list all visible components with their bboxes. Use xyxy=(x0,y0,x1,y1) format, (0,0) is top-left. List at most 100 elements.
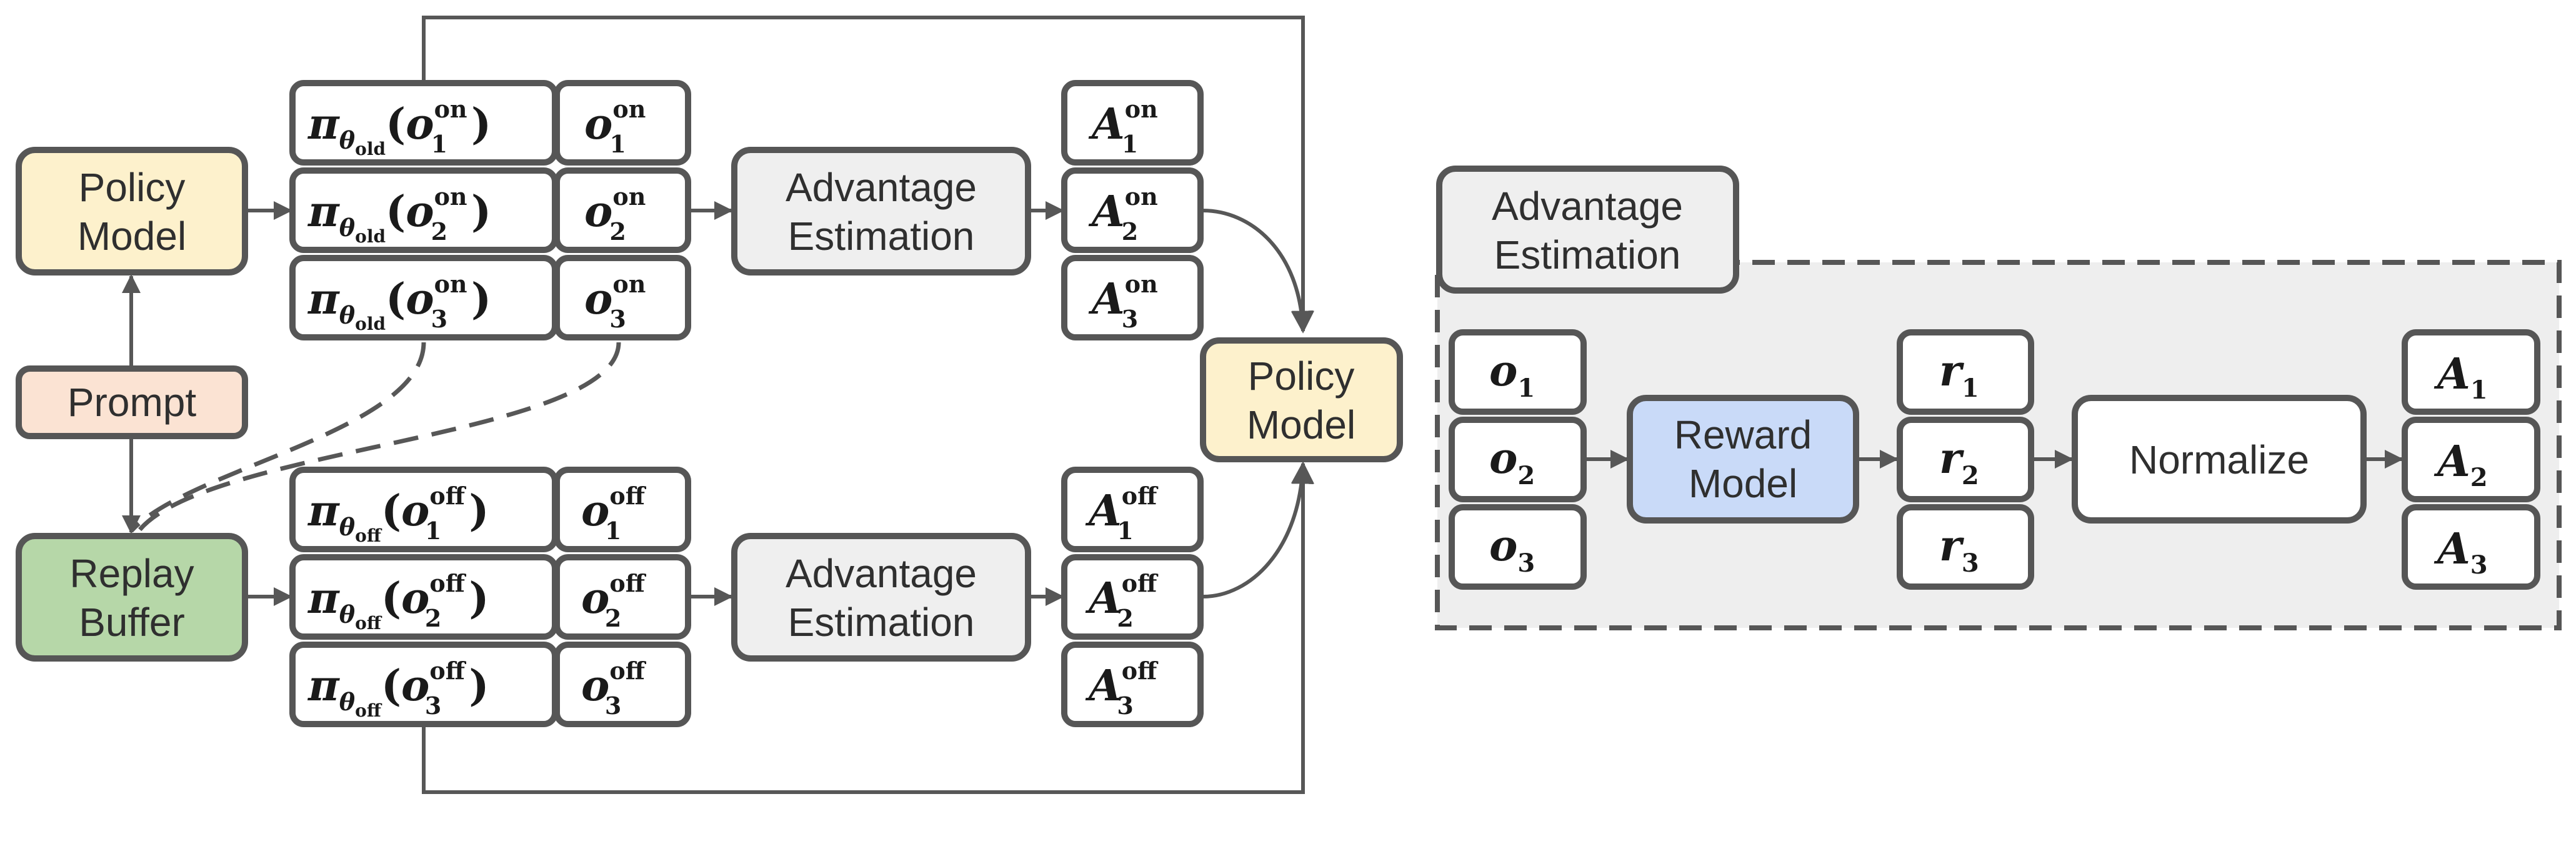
off-paren-close-3: ) xyxy=(469,661,489,711)
panel-title-rect xyxy=(1436,166,1739,294)
on-adv-idx-2: 2 xyxy=(1122,217,1138,246)
on-adv-cell-1 xyxy=(1061,80,1204,166)
on-pi-sup-1: on xyxy=(434,95,467,123)
off-adv-idx-3: 3 xyxy=(1117,692,1133,720)
off-pi-sup-2: off xyxy=(429,569,466,597)
dashed-o-to-replay xyxy=(137,342,621,533)
advantage-idx-2: 2 xyxy=(2470,463,2488,492)
off-o-idx-2: 2 xyxy=(605,604,621,632)
reward-model-label-1: Reward xyxy=(1674,412,1812,457)
off-theta-2: θ xyxy=(339,600,356,628)
on-adv-idx-3: 3 xyxy=(1122,305,1138,333)
reward-model-rect xyxy=(1627,395,1859,524)
outputs-column: o1 o2 o3 xyxy=(1449,329,1587,590)
off-pi-idx-3: 3 xyxy=(425,692,441,720)
reward-sym-3: r xyxy=(1939,521,1964,571)
off-o-sup-1: off xyxy=(609,482,646,510)
off-paren-open-3: ( xyxy=(381,661,401,711)
on-pi-idx-3: 3 xyxy=(431,305,447,333)
off-adv-sup-2: off xyxy=(1122,569,1159,597)
advantage-sym-1: A xyxy=(2434,349,2470,399)
off-o-symbol-3: o xyxy=(581,661,609,711)
on-adv-est-label-2: Estimation xyxy=(788,214,975,259)
advantage-sym-3: A xyxy=(2434,524,2470,574)
normalize-rect xyxy=(2072,395,2367,524)
reward-expr-1: r1 xyxy=(1939,346,1979,403)
advantage-expr-2: A2 xyxy=(2434,437,2488,492)
on-pi-symbol-1: π xyxy=(307,99,340,149)
policy-model-rect xyxy=(16,147,248,276)
left-connectors xyxy=(122,16,1314,794)
on-paren-open-3: ( xyxy=(386,274,406,324)
off-pi-sup-3: off xyxy=(429,657,466,685)
advantage-idx-3: 3 xyxy=(2470,550,2488,580)
reward-cell-1 xyxy=(1897,329,2034,415)
dashed-pi-to-replay xyxy=(129,342,426,533)
top-loop-line xyxy=(422,16,1314,334)
off-paren-close-2: ) xyxy=(469,573,489,623)
off-o-symbol-1: o xyxy=(581,486,609,536)
on-theta-2: θ xyxy=(339,214,356,242)
on-adv-curve-arrow xyxy=(1202,209,1314,334)
output-expr-3: o3 xyxy=(1489,521,1535,578)
on-o-sup-1: on xyxy=(612,95,646,123)
off-pi-sub-1: off xyxy=(355,525,382,546)
output-cell-2 xyxy=(1449,417,1587,502)
output-sym-3: o xyxy=(1489,521,1517,571)
advantage-cell-2 xyxy=(2402,417,2540,502)
off-adv-cell-2 xyxy=(1061,554,1204,640)
reward-sym-1: r xyxy=(1939,346,1964,396)
off-o-sup-2: off xyxy=(609,569,646,597)
output-idx-2: 2 xyxy=(1517,461,1535,490)
off-o-idx-3: 3 xyxy=(605,692,621,720)
on-pi-o-3: o xyxy=(406,274,434,324)
replay-buffer-label-2: Buffer xyxy=(79,600,185,645)
bottom-loop-line xyxy=(422,461,1314,794)
off-paren-open-1: ( xyxy=(381,486,401,536)
advantage-expr-3: A3 xyxy=(2434,524,2488,580)
on-paren-close-3: ) xyxy=(471,274,491,324)
off-pi-sub-3: off xyxy=(355,700,382,721)
off-adv-symbol-1: A xyxy=(1085,486,1122,536)
panel-title-label-2: Estimation xyxy=(1494,232,1681,277)
reward-cell-2 xyxy=(1897,417,2034,502)
right-advantage-panel: Advantage Estimation o1 o2 o3 Reward Mod… xyxy=(1435,166,2562,630)
on-adv-sup-2: on xyxy=(1125,182,1158,211)
on-adv-symbol-3: A xyxy=(1088,274,1125,324)
reward-cell-3 xyxy=(1897,504,2034,590)
on-o-symbol-3: o xyxy=(584,274,612,324)
on-adv-idx-1: 1 xyxy=(1122,130,1138,158)
on-o-idx-3: 3 xyxy=(609,305,626,333)
on-adv-cell-2 xyxy=(1061,167,1204,253)
on-theta-1: θ xyxy=(339,126,356,154)
prompt-label: Prompt xyxy=(67,380,197,425)
on-paren-open-1: ( xyxy=(386,99,406,149)
output-cell-3 xyxy=(1449,504,1587,590)
panel-title-label-1: Advantage xyxy=(1492,184,1683,229)
on-pi-o-1: o xyxy=(406,99,434,149)
rewards-column: r1 r2 r3 xyxy=(1897,329,2034,590)
off-adv-cell-3 xyxy=(1061,642,1204,727)
normalize-label: Normalize xyxy=(2129,437,2309,482)
output-cell-1 xyxy=(1449,329,1587,415)
off-o-cell-1 xyxy=(554,467,691,552)
advantage-cell-1 xyxy=(2402,329,2540,415)
off-adv-idx-1: 1 xyxy=(1117,517,1133,545)
on-pi-idx-1: 1 xyxy=(431,130,447,158)
off-pi-symbol-3: π xyxy=(307,661,340,711)
target-policy-label-1: Policy xyxy=(1248,354,1355,399)
reward-model-label-2: Model xyxy=(1689,461,1797,506)
